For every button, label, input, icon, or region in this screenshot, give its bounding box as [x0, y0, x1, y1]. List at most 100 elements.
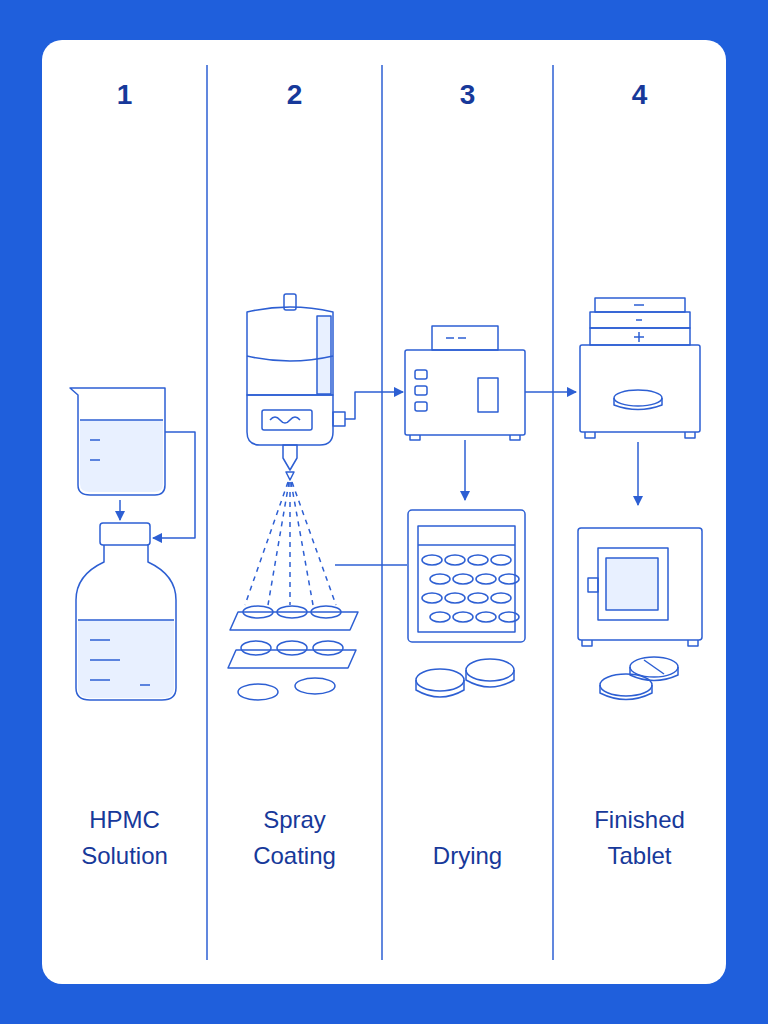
spray-coater-part	[247, 356, 333, 361]
finishing-unit-part	[580, 345, 700, 432]
finishing-unit-part	[614, 390, 662, 406]
beaker-and-bottle-part	[100, 523, 150, 545]
drying-oven-part	[525, 391, 576, 393]
step-number: 4	[632, 78, 648, 112]
spray-coater-part-part	[289, 482, 291, 605]
finishing-unit-part	[588, 578, 598, 592]
spray-coater-part	[243, 606, 273, 618]
drying-oven-part-part	[476, 612, 496, 622]
finishing-unit-part	[634, 305, 644, 342]
drying-oven-part-part	[491, 555, 511, 565]
spray-coater-part	[335, 564, 407, 566]
drying-oven-part	[410, 435, 520, 440]
finishing-unit-part	[598, 548, 668, 620]
beaker-and-bottle-part	[80, 420, 163, 492]
drying-oven-part-part	[468, 555, 488, 565]
spray-coater-part	[247, 395, 333, 445]
drying-oven-part	[416, 680, 464, 697]
step-label: Drying	[403, 838, 533, 874]
column-dividers-part	[381, 65, 383, 960]
spray-coater-part	[228, 650, 356, 668]
beaker-and-bottle-part	[70, 388, 165, 495]
spray-coater-part-part	[292, 482, 336, 605]
finishing-unit-part	[600, 685, 652, 700]
card-panel: 1HPMC Solution2Spray Coating3Drying4Fini…	[42, 40, 726, 984]
step-label: Spray Coating	[230, 802, 360, 874]
step-column: 1HPMC Solution	[42, 40, 207, 984]
spray-coater-part	[270, 417, 300, 423]
spray-coater-part	[277, 606, 307, 618]
drying-oven-part	[416, 669, 464, 691]
beaker-and-bottle-part	[90, 440, 100, 460]
spray-coater-part-part	[268, 482, 289, 605]
spray-coater-part	[333, 412, 345, 426]
beaker-and-bottle-part	[119, 500, 121, 520]
finishing-unit-part	[637, 442, 639, 505]
drying-oven-part	[466, 659, 514, 681]
spray-coater-part-part	[245, 482, 288, 605]
finishing-unit-part	[630, 667, 678, 681]
spray-coater-part	[241, 641, 271, 655]
step-number: 1	[117, 78, 133, 112]
beaker-and-bottle-part	[76, 545, 176, 700]
drying-oven-part	[418, 544, 515, 546]
spray-coater-part	[313, 641, 343, 655]
spray-coater-part	[295, 678, 335, 694]
spray-coater-part	[262, 410, 312, 430]
drying-oven-part-part	[453, 612, 473, 622]
drying-oven-part	[418, 526, 515, 632]
drying-oven-part-part	[453, 574, 473, 584]
finishing-unit-part	[600, 674, 652, 696]
drying-oven-part	[415, 402, 427, 411]
beaker-and-bottle-part	[78, 620, 174, 698]
drying-oven-part-part	[491, 593, 511, 603]
drying-oven	[405, 326, 576, 697]
spray-coater-part	[345, 392, 403, 419]
beaker-and-bottle	[70, 388, 195, 700]
drying-oven-part	[478, 378, 498, 412]
drying-oven-part	[422, 555, 519, 622]
drying-oven-part-part	[468, 593, 488, 603]
drying-oven-part	[408, 510, 525, 642]
drying-oven-part	[464, 440, 466, 500]
drying-oven-part	[405, 350, 525, 435]
drying-oven-part-part	[430, 574, 450, 584]
finishing-unit	[578, 298, 702, 700]
step-label: HPMC Solution	[60, 802, 190, 874]
step-number: 2	[287, 78, 303, 112]
drying-oven-part	[446, 337, 466, 339]
spray-coater-part	[247, 307, 333, 395]
spray-coater-part	[317, 316, 331, 394]
drying-oven-part	[466, 670, 514, 687]
finishing-unit-part	[630, 657, 678, 677]
drying-oven-part-part	[499, 612, 519, 622]
drying-oven-part-part	[476, 574, 496, 584]
step-column: 3Drying	[382, 40, 553, 984]
spray-coater-part	[311, 606, 341, 618]
finishing-unit-part	[585, 432, 695, 438]
drying-oven-part-part	[430, 612, 450, 622]
finishing-unit-part	[614, 398, 662, 410]
beaker-and-bottle-part	[80, 419, 163, 421]
spray-coater-part-part	[291, 482, 313, 605]
spray-coater-part	[277, 641, 307, 655]
finishing-unit-part	[578, 528, 702, 640]
drying-oven-part-part	[445, 555, 465, 565]
drying-oven-part-part	[422, 593, 442, 603]
step-column: 4Finished Tablet	[553, 40, 726, 984]
step-number: 3	[460, 78, 476, 112]
spray-coater-part	[283, 445, 297, 470]
step-label: Finished Tablet	[575, 802, 705, 874]
spray-coater-part	[286, 472, 294, 480]
finishing-unit-part	[644, 660, 664, 674]
finishing-unit-part	[582, 640, 698, 646]
column-dividers-part	[552, 65, 554, 960]
spray-coater-part	[238, 684, 278, 700]
drying-oven-part-part	[499, 574, 519, 584]
drying-oven-part-part	[422, 555, 442, 565]
drying-oven-part	[432, 326, 498, 350]
spray-coater-part	[245, 482, 336, 605]
beaker-and-bottle-part	[78, 620, 174, 685]
column-dividers-part	[206, 65, 208, 960]
